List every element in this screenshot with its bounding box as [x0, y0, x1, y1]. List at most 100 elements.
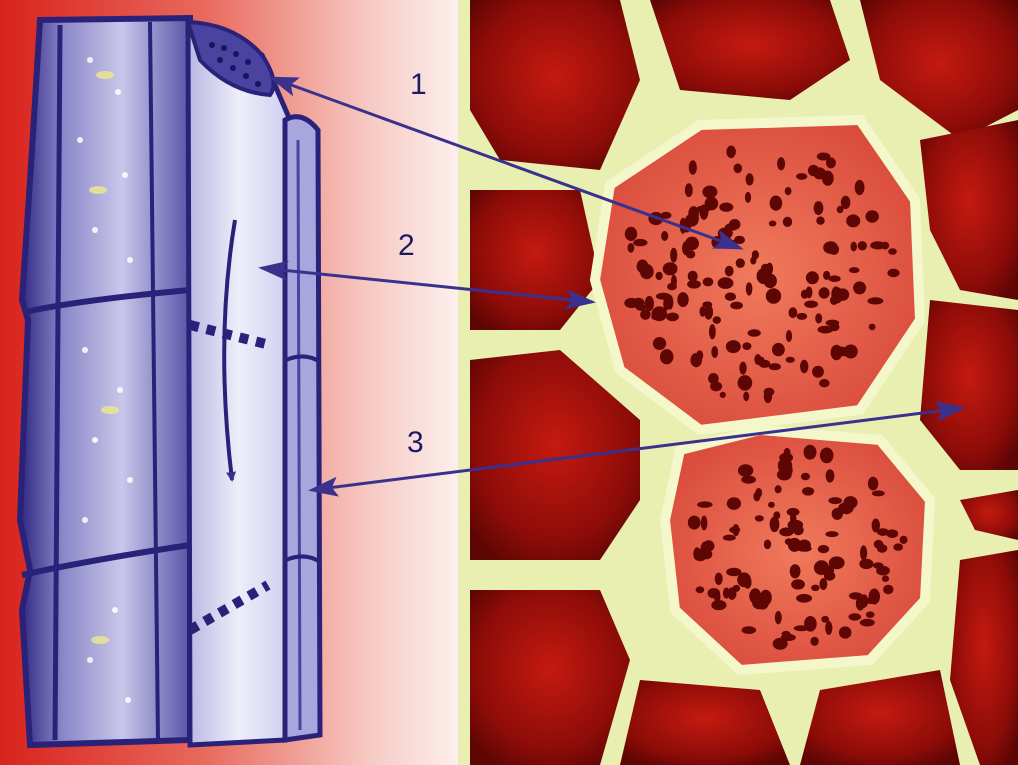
sieve-pore [866, 210, 879, 222]
sieve-pore [749, 588, 761, 604]
sieve-pore [825, 621, 832, 635]
sieve-pore [764, 390, 772, 403]
sieve-pore [853, 281, 866, 294]
sieve-pore [746, 282, 753, 295]
sieve-pore [667, 283, 677, 290]
sieve-pore [758, 357, 765, 364]
sieve-pore [720, 392, 726, 398]
sieve-pore [801, 473, 810, 480]
sieve-pore [826, 157, 836, 168]
sieve-pore [769, 363, 781, 370]
sieve-pore [661, 231, 668, 241]
sieve-pore [786, 330, 792, 342]
sieve-pore [696, 586, 705, 593]
sieve-pore [787, 508, 800, 516]
sieve-pore [670, 248, 677, 263]
sieve-pore [877, 544, 888, 553]
sieve-pore [804, 301, 818, 308]
sieve-pore [869, 324, 876, 331]
sieve-pore [773, 511, 780, 519]
sieve-pore [726, 340, 741, 353]
sieve-pore [744, 576, 752, 589]
sieve-pore [752, 250, 759, 259]
sieve-pore [736, 258, 745, 268]
sieve-pore [719, 203, 733, 212]
sieve-pore [663, 262, 678, 275]
sieve-pore [777, 157, 785, 170]
sieve-pore [688, 271, 698, 282]
sieve-pore [855, 180, 865, 195]
sieve-pore [769, 221, 777, 227]
sieve-pore [775, 611, 782, 624]
sieve-pore [725, 266, 734, 277]
sieve-pore [666, 313, 679, 322]
sieve-pore [687, 280, 701, 289]
label-3: 3 [407, 428, 424, 458]
sieve-pore [829, 556, 845, 569]
sieve-pore [810, 637, 818, 646]
sieve-pore [718, 277, 734, 289]
sieve-pore [841, 196, 851, 209]
sieve-pore [786, 357, 795, 363]
sieve-pore [637, 260, 649, 274]
sieve-pore [728, 587, 737, 600]
sieve-pore [685, 237, 699, 251]
sieve-pore [628, 243, 635, 253]
sieve-pore [711, 346, 718, 358]
sieve-pore [686, 250, 695, 258]
sieve-pore [708, 588, 720, 598]
sieve-tube-illustration [20, 18, 320, 745]
sieve-pore [849, 613, 862, 620]
sieve-pore [888, 248, 897, 255]
sieve-pore [811, 585, 820, 591]
sieve-pore [819, 379, 829, 387]
sieve-pore [800, 360, 808, 373]
sieve-pore [859, 559, 873, 569]
sieve-pore [815, 313, 822, 323]
sieve-pore [886, 529, 898, 538]
sieve-pore [806, 271, 819, 284]
sieve-pore [796, 594, 812, 603]
sieve-pore [867, 297, 883, 304]
sieve-pore [866, 611, 875, 618]
sieve-pore [860, 619, 875, 627]
sieve-pore [825, 531, 838, 537]
label-2: 2 [398, 231, 415, 261]
sieve-pore [824, 571, 835, 580]
sieve-pore [766, 263, 773, 275]
sieve-pore [701, 516, 708, 531]
sieve-pore [726, 568, 741, 576]
sieve-pore [723, 535, 736, 541]
sieve-pore [772, 343, 785, 356]
sieve-pore [768, 502, 775, 508]
sieve-pore [743, 392, 749, 402]
sieve-pore [781, 634, 796, 641]
sieve-pore [770, 196, 783, 211]
sieve-pore [797, 313, 808, 320]
sieve-pore [727, 497, 741, 510]
sieve-pore [804, 616, 817, 632]
sieve-pore [893, 543, 903, 550]
sieve-pore [812, 366, 824, 378]
sieve-pore [788, 538, 801, 552]
sieve-pore [625, 227, 637, 241]
sieve-pore [872, 519, 880, 533]
sieve-pore [764, 540, 771, 550]
sieve-pore [828, 497, 842, 504]
sieve-pore [725, 293, 736, 301]
sieve-pore [814, 201, 824, 215]
sieve-pore [873, 562, 884, 569]
sieve-pore [784, 448, 791, 457]
sieve-pore [842, 508, 851, 514]
sieve-pore [860, 545, 867, 560]
sieve-pore [791, 579, 805, 589]
sieve-pore [746, 173, 754, 185]
sieve-pore [738, 464, 753, 476]
sieve-pore [883, 585, 893, 594]
sieve-pore [656, 293, 671, 300]
sieve-pore [775, 485, 782, 493]
sieve-pore [819, 287, 830, 298]
sieve-pore [697, 501, 713, 507]
sieve-pore [783, 217, 792, 227]
